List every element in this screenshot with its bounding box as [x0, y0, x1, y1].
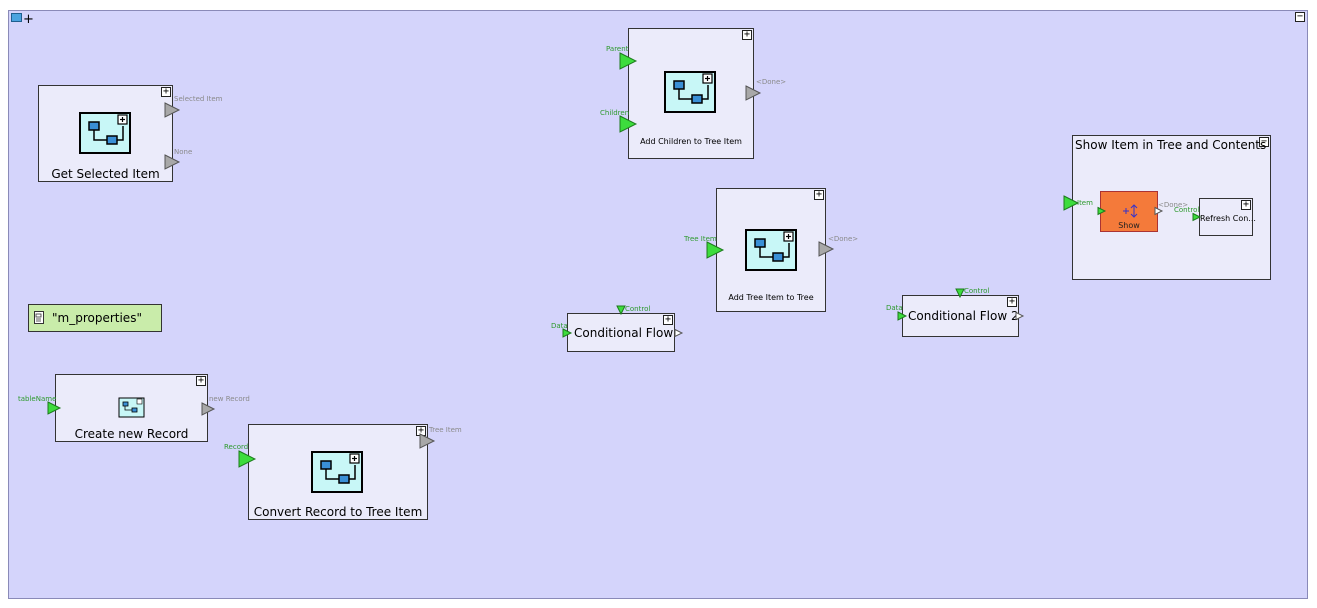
port-label-record: Record: [224, 443, 249, 451]
port-label-new-record: new Record: [209, 395, 250, 403]
node-convert-record[interactable]: + Convert Record to Tree Item: [248, 424, 428, 520]
node-title: Conditional Flow: [574, 326, 674, 340]
port-label-none: None: [174, 148, 193, 156]
constant-table-name[interactable]: "m_properties": [28, 304, 162, 332]
node-expand-button[interactable]: +: [416, 425, 426, 436]
port-label-children: Children: [600, 109, 630, 117]
move-arrows-icon: [1123, 204, 1138, 218]
port-label-item: Item: [1077, 199, 1093, 207]
port-label-done-3: <Done>: [1158, 201, 1189, 209]
node-expand-button[interactable]: +: [161, 86, 171, 97]
canvas-add-button[interactable]: +: [23, 12, 34, 27]
node-title: Conditional Flow 2: [908, 309, 1019, 323]
canvas-collapse-button[interactable]: −: [1295, 11, 1305, 22]
subflow-icon: [79, 112, 131, 154]
node-expand-button[interactable]: +: [663, 314, 673, 325]
node-show[interactable]: Show: [1100, 191, 1158, 232]
constant-value: "m_properties": [52, 311, 142, 325]
subflow-icon: [745, 229, 797, 271]
node-add-tree-item[interactable]: + Add Tree Item to Tree: [716, 188, 826, 312]
port-label-done-2: <Done>: [828, 235, 859, 243]
node-title: Add Tree Item to Tree: [728, 293, 814, 302]
node-expand-button[interactable]: +: [1007, 296, 1017, 307]
port-label-tree-item-out: Tree Item: [429, 426, 462, 434]
node-title: Convert Record to Tree Item: [253, 505, 423, 519]
port-label-selected-item: Selected Item: [174, 95, 223, 103]
node-conditional-flow[interactable]: + Conditional Flow: [567, 313, 675, 352]
port-label-parent: Parent: [606, 45, 629, 53]
node-conditional-flow-2[interactable]: + Conditional Flow 2: [902, 295, 1019, 337]
node-expand-button[interactable]: +: [1241, 199, 1251, 210]
port-label-data-2: Data: [886, 304, 903, 312]
port-label-tree-item-in: Tree Item: [684, 235, 717, 243]
port-label-data-1: Data: [551, 322, 568, 330]
port-label-control-1: Control: [625, 305, 651, 313]
subflow-icon: [311, 451, 363, 493]
node-refresh-contents[interactable]: + Refresh Con...: [1199, 198, 1256, 236]
subflow-icon: [664, 71, 716, 113]
node-expand-button[interactable]: +: [742, 29, 752, 40]
node-title: Refresh Con...: [1200, 214, 1256, 223]
subflow-icon: [118, 397, 145, 418]
node-get-selected-item[interactable]: + Get Selected Item: [38, 85, 173, 182]
port-label-control-2: Control: [964, 287, 990, 295]
node-title: Show: [1118, 221, 1140, 230]
node-title: Create new Record: [74, 427, 189, 441]
node-add-children[interactable]: + Add Children to Tree Item: [628, 28, 754, 159]
port-label-table-name: tableName: [18, 395, 57, 403]
node-title: Get Selected Item: [51, 167, 160, 181]
node-expand-button[interactable]: +: [814, 189, 824, 200]
group-collapse-button[interactable]: −: [1259, 136, 1269, 147]
group-title: Show Item in Tree and Contents: [1075, 138, 1267, 152]
constant-icon: [34, 311, 44, 324]
node-title: Add Children to Tree Item: [640, 137, 742, 146]
port-label-refresh-control: Control: [1174, 206, 1200, 214]
node-expand-button[interactable]: +: [196, 375, 206, 386]
port-label-done-1: <Done>: [756, 78, 787, 86]
node-create-new-record[interactable]: + Create new Record: [55, 374, 208, 442]
canvas-minimize-icon[interactable]: [11, 13, 22, 25]
